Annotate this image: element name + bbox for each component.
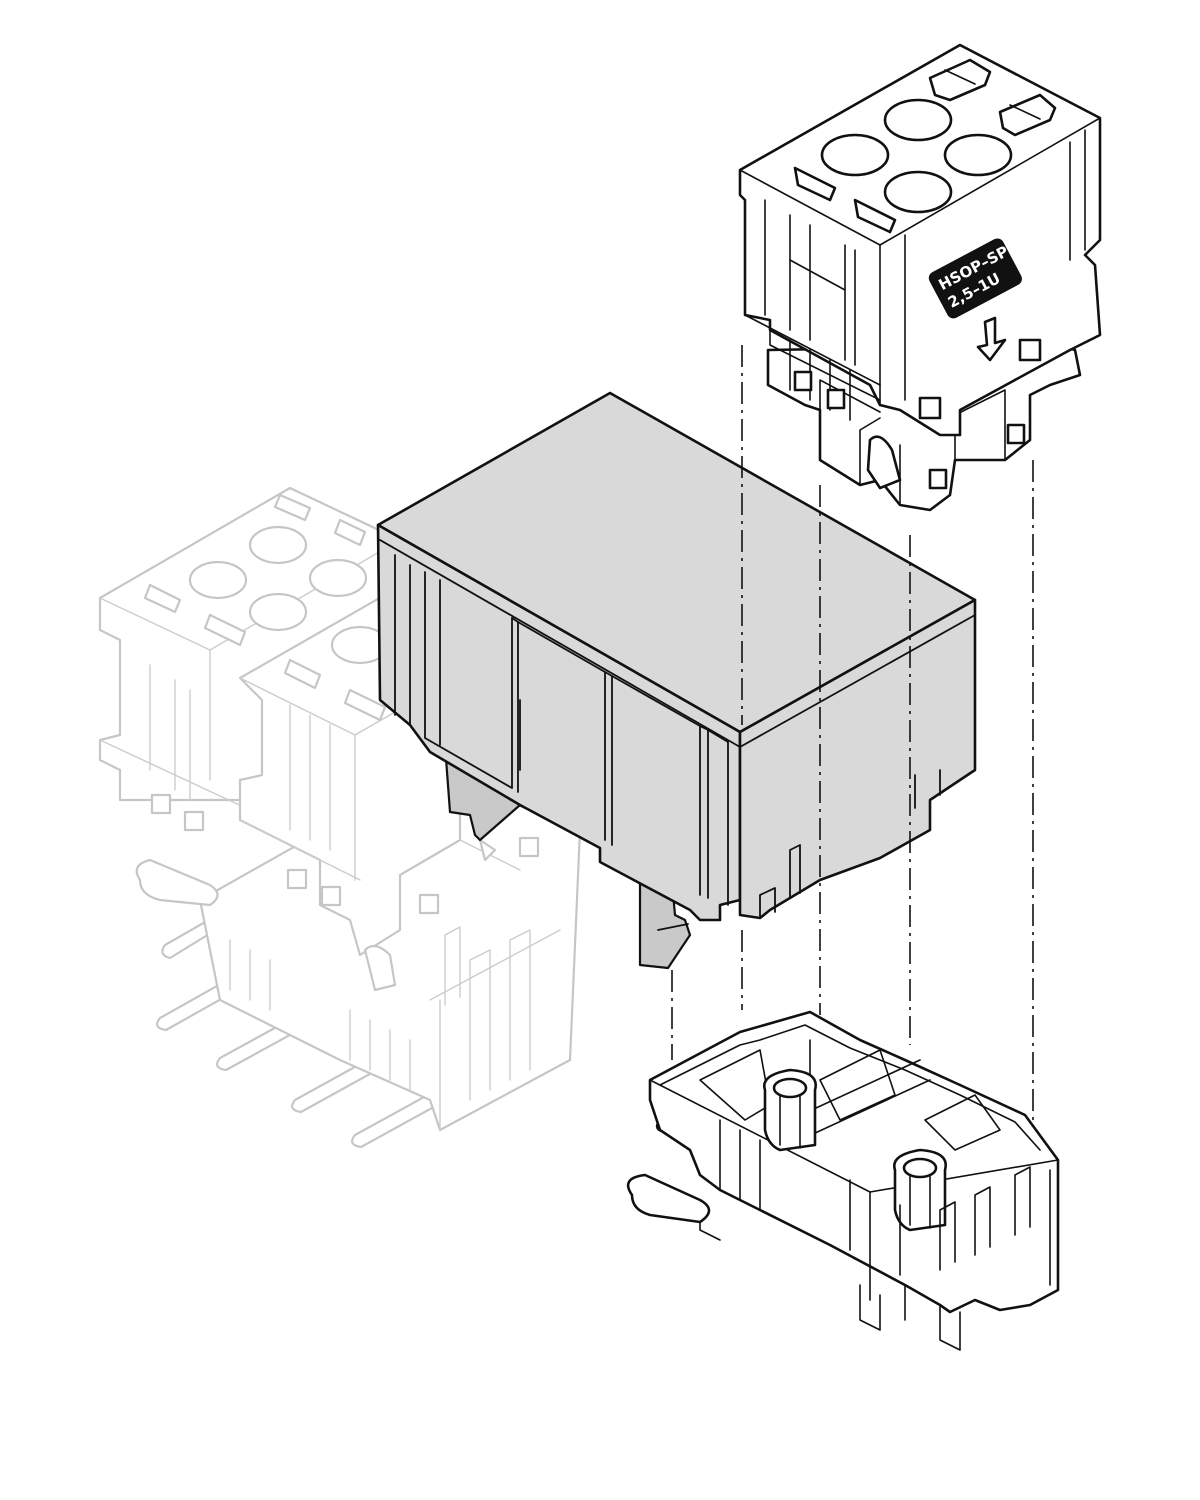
marker-square-4: [826, 388, 846, 410]
bottom-housing-body: [648, 1010, 1060, 1314]
contact-hole-2: [820, 133, 890, 177]
top-insert: HSOP–SP 2,5–1U: [738, 43, 1102, 512]
grey-cover: [376, 391, 977, 970]
marker-square-3: [793, 370, 813, 392]
bottom-housing-latch: [626, 1173, 711, 1224]
alignment-guides: [671, 345, 1034, 1120]
contact-hole-4: [883, 170, 953, 214]
marker-square-1: [1018, 338, 1042, 362]
contact-hole-1: [883, 98, 953, 142]
marker-square-6: [928, 468, 948, 490]
cover-side-face: [738, 598, 977, 920]
down-arrow-icon: [976, 316, 1007, 362]
contact-hole-3: [943, 133, 1013, 177]
bottom-housing: [626, 1010, 1060, 1351]
marker-square-2: [918, 396, 942, 420]
marker-square-5: [1006, 423, 1026, 445]
top-insert-latch: [866, 435, 902, 490]
cover-front-face: [376, 523, 742, 922]
ghost-latch: [135, 858, 219, 907]
